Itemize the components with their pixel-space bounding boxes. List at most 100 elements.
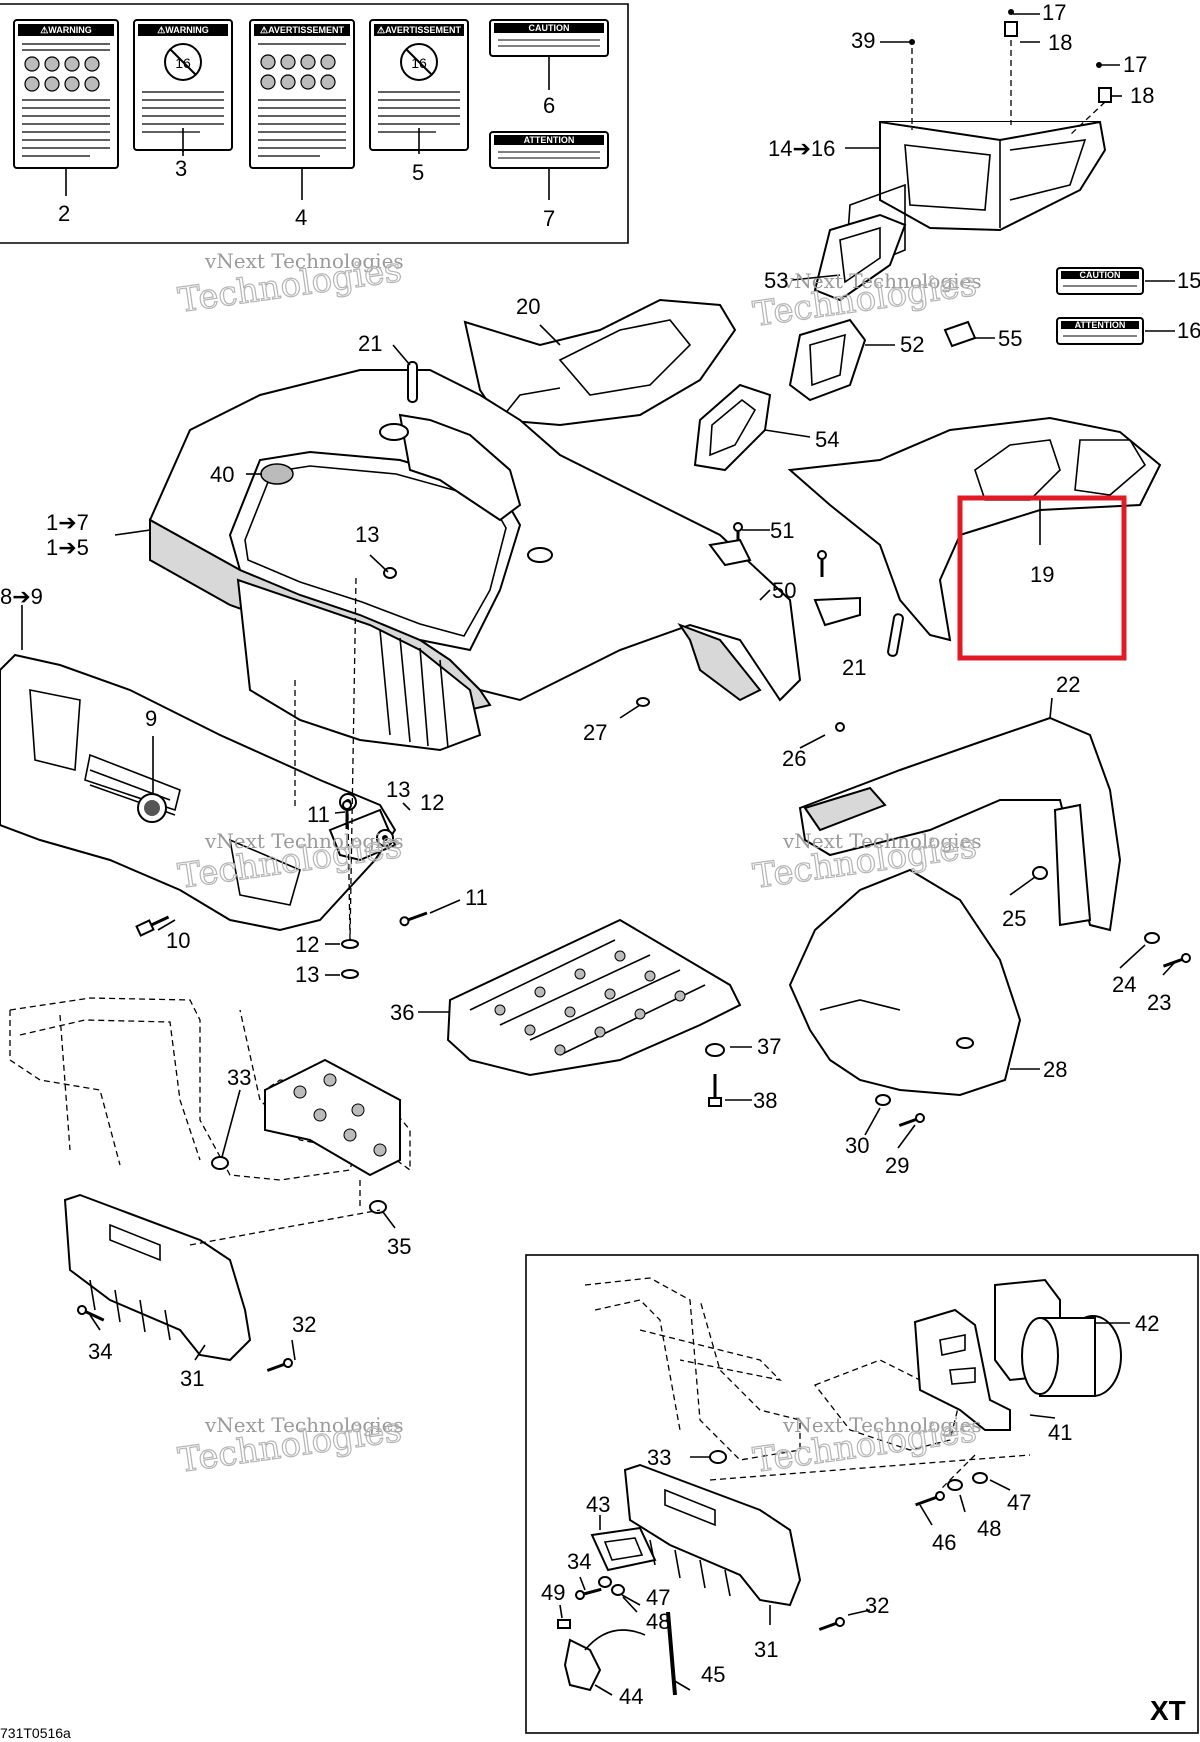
label-39: 39 (851, 28, 875, 53)
skid-plate (63, 1193, 252, 1362)
push-pin-21a (407, 361, 418, 403)
front-fascia (148, 369, 802, 752)
label-9: 9 (145, 706, 157, 731)
label-2: 2 (58, 201, 70, 226)
label-7: 7 (543, 206, 555, 231)
rear-fender-support (844, 121, 1107, 277)
push-pin-21b (887, 613, 904, 657)
label-31a: 31 (180, 1366, 204, 1391)
fender-grommets (909, 9, 1112, 103)
label-17a: 17 (1042, 0, 1066, 25)
label-34a: 34 (88, 1339, 112, 1364)
label-11b: 11 (465, 885, 488, 910)
label-44: 44 (619, 1684, 643, 1709)
label-10: 10 (166, 928, 190, 953)
label-33a: 33 (227, 1065, 251, 1090)
label-16: 16 (1177, 318, 1200, 343)
svg-text:CAUTION: CAUTION (529, 23, 570, 33)
drawing-code: 731T0516a (0, 1725, 71, 1741)
svg-text:⚠WARNING: ⚠WARNING (40, 25, 92, 35)
label-54: 54 (815, 427, 839, 452)
winch-plate (264, 1058, 401, 1177)
label-36: 36 (390, 1000, 414, 1025)
vent-trim-53 (813, 213, 907, 302)
label-34b: 34 (567, 1549, 591, 1574)
svg-text:vNext Technologies: vNext Technologies (204, 249, 404, 273)
footwell-plate (446, 918, 742, 1077)
svg-text:⚠WARNING: ⚠WARNING (157, 25, 209, 35)
decal-panel: ⚠WARNING ⚠WARNING 16 (0, 3, 629, 244)
label-48a: 48 (977, 1516, 1001, 1541)
label-32b: 32 (865, 1593, 889, 1618)
label-3: 3 (175, 156, 187, 181)
label-33b: 33 (647, 1445, 671, 1470)
side-caution-decal: CAUTION (1056, 267, 1144, 295)
label-6: 6 (543, 93, 555, 118)
svg-text:16: 16 (411, 55, 427, 71)
label-8-9: 8➔9 (0, 584, 43, 609)
caution-decal: CAUTION (489, 19, 609, 57)
label-22: 22 (1056, 672, 1080, 697)
vent-trim-54 (693, 383, 772, 472)
left-side-panel (463, 298, 737, 427)
label-47b: 47 (646, 1585, 670, 1610)
age-decal-english: ⚠WARNING 16 (133, 19, 233, 151)
clip-55 (943, 320, 977, 348)
label-14-16: 14➔16 (768, 136, 835, 161)
grille-bracket (328, 808, 397, 862)
fasteners-xt (575, 1450, 988, 1631)
label-35: 35 (387, 1234, 411, 1259)
label-48b: 48 (646, 1609, 670, 1634)
label-37: 37 (757, 1034, 781, 1059)
attention-decal: ATTENTION (489, 131, 609, 169)
label-32a: 32 (292, 1312, 316, 1337)
svg-text:16: 16 (175, 55, 191, 71)
label-17b: 17 (1123, 52, 1147, 77)
label-4: 4 (295, 205, 307, 230)
label-49: 49 (541, 1580, 565, 1605)
svg-text:⚠AVERTISSEMENT: ⚠AVERTISSEMENT (260, 25, 344, 35)
label-19: 19 (1030, 562, 1054, 587)
label-27: 27 (583, 720, 607, 745)
side-attention-decal: ATTENTION (1056, 317, 1144, 345)
label-30: 30 (845, 1133, 869, 1158)
svg-text:CAUTION: CAUTION (1080, 270, 1121, 280)
svg-text:vNext Technologies: vNext Technologies (204, 1413, 404, 1437)
label-28: 28 (1043, 1057, 1067, 1082)
fairlead (590, 1526, 657, 1572)
label-41: 41 (1048, 1420, 1072, 1445)
svg-text:vNext Technologies: vNext Technologies (782, 1413, 982, 1437)
svg-text:XT: XT (1150, 1695, 1186, 1726)
label-13b: 13 (386, 777, 410, 802)
cap-40 (260, 463, 294, 485)
svg-text:vNext Technologies: vNext Technologies (782, 829, 982, 853)
label-21a: 21 (358, 331, 382, 356)
avertissement-decal: ⚠AVERTISSEMENT (249, 19, 355, 169)
xt-skid-plate (623, 1463, 802, 1607)
svg-text:ATTENTION: ATTENTION (1075, 320, 1126, 330)
svg-text:⚠AVERTISSEMENT: ⚠AVERTISSEMENT (377, 25, 461, 35)
label-15: 15 (1177, 268, 1200, 293)
warning-decal: ⚠WARNING (13, 19, 119, 169)
label-51: 51 (770, 518, 794, 543)
fasteners-skid (77, 1156, 387, 1372)
label-18a: 18 (1048, 30, 1072, 55)
label-1-7: 1➔7 (46, 510, 89, 535)
label-52: 52 (900, 332, 924, 357)
label-47a: 47 (1007, 1490, 1031, 1515)
label-42: 42 (1135, 1311, 1159, 1336)
label-40: 40 (210, 462, 234, 487)
label-24: 24 (1112, 972, 1136, 997)
label-13a: 13 (355, 522, 379, 547)
label-5: 5 (412, 160, 424, 185)
label-29: 29 (885, 1153, 909, 1178)
label-12a: 12 (420, 790, 444, 815)
label-31b: 31 (754, 1637, 778, 1662)
label-53: 53 (764, 268, 788, 293)
label-13c: 13 (295, 962, 319, 987)
label-43: 43 (586, 1492, 610, 1517)
svg-text:vNext Technologies: vNext Technologies (204, 829, 404, 853)
vent-trim-52 (788, 318, 867, 402)
